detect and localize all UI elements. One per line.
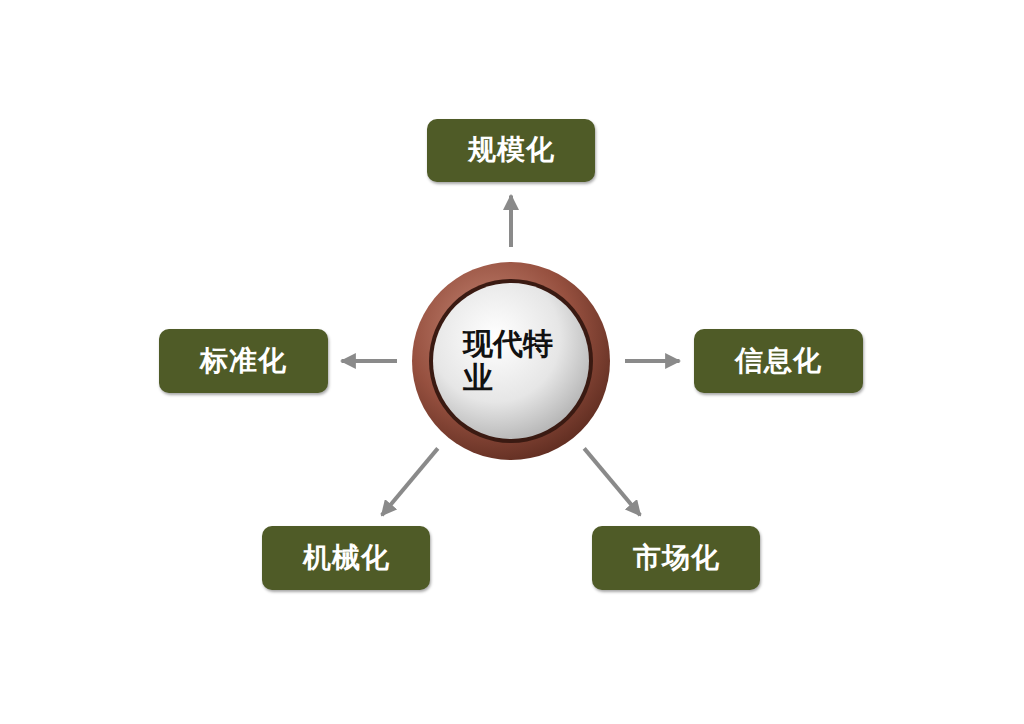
feature-box: 机械化 xyxy=(262,526,430,590)
circle-outline xyxy=(411,261,611,461)
feature-box: 信息化 xyxy=(694,329,863,393)
arrow-connector xyxy=(584,448,640,515)
box-label: 市场化 xyxy=(633,539,720,577)
box-label: 规模化 xyxy=(468,131,555,169)
center-title: 现代特业 xyxy=(463,327,559,396)
arrow-connector xyxy=(509,196,513,248)
arrow-connector xyxy=(625,359,680,363)
arrow-connector xyxy=(382,448,438,515)
feature-box: 标准化 xyxy=(159,329,328,393)
box-label: 标准化 xyxy=(200,342,287,380)
box-label: 信息化 xyxy=(735,342,822,380)
feature-box: 规模化 xyxy=(427,119,595,182)
feature-box: 市场化 xyxy=(592,526,760,590)
center-circle: 现代特业 xyxy=(411,261,611,461)
box-label: 机械化 xyxy=(303,539,390,577)
arrow-connector xyxy=(342,359,398,363)
